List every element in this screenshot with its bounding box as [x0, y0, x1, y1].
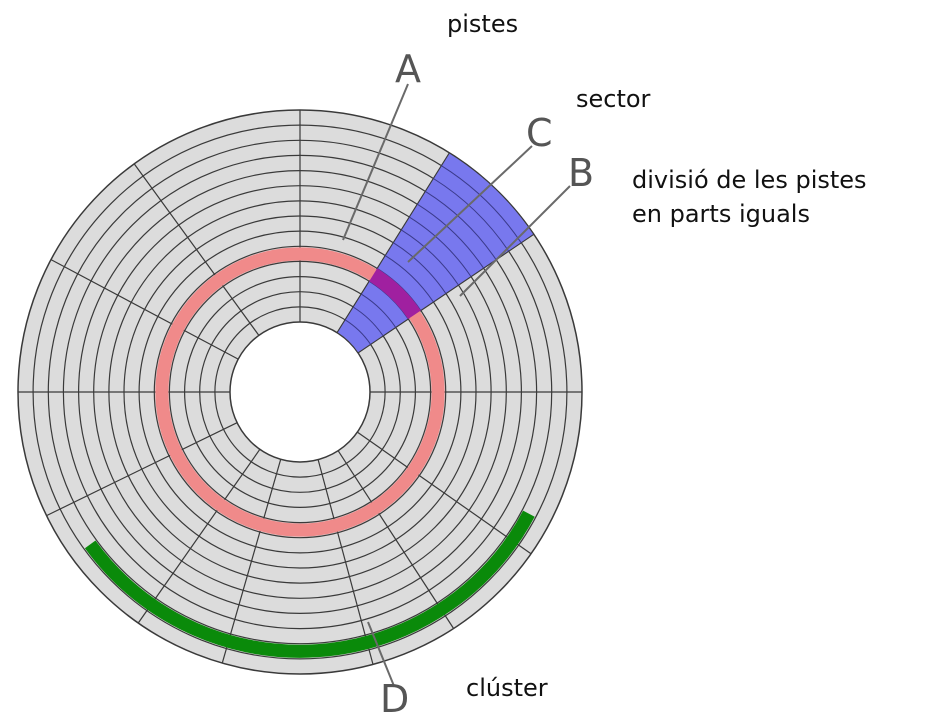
sector-highlight: [336, 152, 535, 354]
highlighted-track: [155, 247, 445, 537]
caption-sector: sector: [576, 85, 651, 113]
cluster-highlight: [84, 510, 535, 658]
label-A: A: [395, 47, 421, 91]
pointer-A: [342, 83, 409, 241]
track-sector-intersection: [369, 268, 421, 319]
label-B: B: [568, 151, 594, 195]
label-C: C: [526, 111, 553, 155]
sector-track-line: [393, 242, 447, 294]
sector-track-line: [417, 203, 485, 269]
pointer-C: [407, 145, 533, 263]
sector-divider: [317, 459, 374, 665]
pointer-lines: [342, 83, 571, 687]
track-sector-segment: [369, 268, 421, 319]
cluster-arc: [84, 510, 535, 658]
sector-divider: [356, 431, 532, 555]
pointer-B: [459, 185, 571, 297]
sector-divider: [46, 422, 238, 517]
sector-track-line: [360, 293, 397, 328]
sector-track-line: [352, 306, 384, 337]
sector-divider: [137, 448, 261, 624]
sector-track-line: [401, 229, 459, 286]
sector-divider: [50, 259, 239, 360]
caption-track-division: divisió de les pistes en parts iguals: [632, 164, 867, 231]
sector-track-line: [384, 255, 434, 303]
sector-divider: [337, 450, 455, 629]
disk-hole: [229, 321, 371, 463]
sector-track-line: [441, 165, 522, 244]
caption-tracks: pistes: [447, 10, 519, 38]
caption-cluster: clúster: [466, 674, 548, 702]
sector-wedge: [336, 152, 535, 354]
sector-divider: [221, 459, 282, 664]
label-D: D: [380, 677, 409, 716]
pointer-D: [367, 621, 395, 687]
sector-track-line: [425, 190, 497, 260]
highlighted-track-ring: [155, 247, 445, 537]
caption-track-division-line2: en parts iguals: [632, 199, 810, 228]
sector-track-line: [409, 216, 472, 277]
sector-track-line: [344, 319, 372, 345]
sector-track-line: [433, 178, 510, 252]
caption-track-division-line1: divisió de les pistes: [632, 166, 867, 194]
sector-divider: [133, 163, 260, 336]
